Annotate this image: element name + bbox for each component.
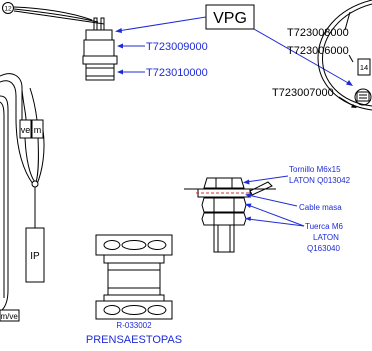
- gland-nut-facet: [147, 305, 167, 315]
- gland-part-label: R-033002: [116, 321, 152, 330]
- harness-wire: [1, 289, 9, 311]
- arrow-head: [115, 28, 122, 33]
- part-label-t723009000: T723009000: [146, 41, 208, 53]
- bolt-callouts: Tornillo M6x15 LATON Q013042 Cable masa …: [243, 165, 351, 253]
- wire-label-ve: ve: [21, 125, 31, 135]
- gland-body: [107, 262, 161, 296]
- connector-wire: [13, 6, 93, 21]
- gland-collar: [103, 294, 165, 302]
- connector-pin-marker: 12: [4, 6, 12, 13]
- gland-top-nut: [95, 234, 173, 256]
- sensor-label-ip: IP: [30, 251, 40, 262]
- vpg-block: VPG: [115, 4, 353, 86]
- gland-nut-facet: [121, 240, 147, 250]
- part-label-t723006000: T723006000: [287, 45, 349, 57]
- harness-wire: [0, 101, 5, 298]
- wire-label-m: m: [34, 125, 42, 135]
- bolt-assembly: [184, 177, 276, 253]
- pin-marker-box: [357, 58, 371, 76]
- left-harness: ve m IP m/ve: [0, 73, 45, 322]
- harness-wire: [15, 117, 34, 185]
- connector-pin: [93, 17, 98, 31]
- wire-label-box-m: [31, 119, 44, 139]
- right-component-callouts: T723008000 T723006000 T723007000: [272, 11, 357, 108]
- nut-lower: [201, 212, 247, 226]
- bolt-head: [203, 177, 245, 189]
- gland-nut-facet: [103, 240, 121, 250]
- arrow-head: [346, 80, 353, 86]
- gland-nut-facet: [121, 305, 147, 315]
- harness-wire: [21, 89, 27, 121]
- connector-boot: [85, 63, 115, 81]
- cable-gland: R-033002 PRENSAESTOPAS: [86, 234, 182, 346]
- gland-title: PRENSAESTOPAS: [86, 334, 182, 346]
- arrow-head: [245, 203, 252, 208]
- harness-node: [31, 180, 39, 188]
- arrow-head: [117, 43, 123, 49]
- bolt-shank: [213, 224, 235, 253]
- harness-wire: [0, 80, 17, 118]
- connector-wire: [13, 10, 105, 25]
- part-label-t723007000: T723007000: [272, 87, 334, 99]
- ip-sensor-body: [25, 227, 45, 283]
- callout-line: [348, 54, 354, 63]
- arrow-head: [245, 216, 251, 221]
- gland-nut-facet: [147, 240, 167, 250]
- component-pin-marker: 14: [360, 63, 368, 72]
- bottom-tag-label: m/ve: [1, 312, 19, 321]
- arrow-head: [243, 179, 250, 185]
- nut-label-line2: LATON: [313, 233, 339, 242]
- nut-label-line1: Tuerca M6: [305, 222, 343, 231]
- callout-line: [245, 175, 289, 183]
- connector-assembly: 12: [2, 2, 118, 81]
- harness-wire: [0, 95, 9, 290]
- vpg-callout-to-component: [253, 28, 351, 85]
- harness-wire: [29, 87, 38, 121]
- gland-nut-facet: [103, 305, 121, 315]
- screw-label-line2: LATON Q013042: [289, 176, 351, 185]
- arrow-head: [351, 104, 357, 108]
- screw-label-line1: Tornillo M6x15: [289, 165, 341, 174]
- nut-upper: [201, 197, 247, 213]
- right-component: 14: [317, 0, 372, 111]
- harness-wire: [35, 137, 39, 183]
- connector-body: [83, 29, 115, 57]
- vpg-label: VPG: [213, 10, 247, 27]
- component-plug: [356, 91, 370, 102]
- callout-line: [344, 11, 351, 31]
- component-socket: [354, 88, 372, 106]
- pin-marker-circle: [2, 2, 14, 14]
- arrow-head: [117, 69, 123, 75]
- connector-callouts: T723009000 T723010000: [117, 41, 208, 79]
- callout-line: [247, 194, 298, 207]
- arrow-head: [245, 193, 252, 198]
- harness-wire: [24, 137, 36, 183]
- callout-line: [247, 218, 305, 227]
- cable-label: Cable masa: [299, 203, 342, 212]
- component-outline-inner: [322, 3, 372, 107]
- vpg-callout-to-connector: [117, 16, 207, 32]
- bottom-tag-box: [0, 309, 20, 322]
- nut-label-line3: Q163040: [307, 244, 340, 253]
- connector-wire: [13, 8, 99, 23]
- part-label-t723010000: T723010000: [146, 67, 208, 79]
- callout-line: [247, 204, 305, 227]
- part-label-t723008000: T723008000: [287, 27, 349, 39]
- harness-wire: [0, 73, 23, 118]
- gland-bottom-nut: [95, 300, 173, 320]
- connector-collar: [82, 55, 118, 65]
- gland-collar: [103, 254, 165, 264]
- harness-wire: [36, 129, 45, 185]
